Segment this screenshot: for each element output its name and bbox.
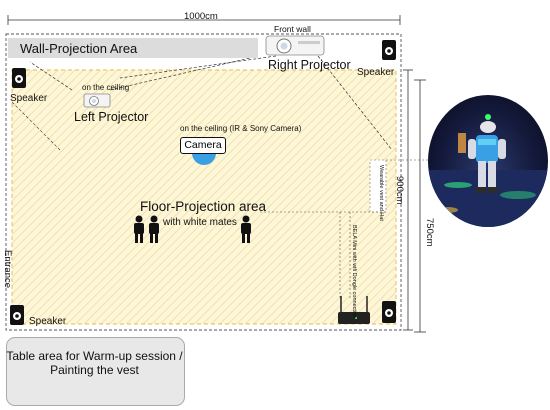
speaker-icon	[12, 68, 26, 88]
right-projector-label: Right Projector	[268, 58, 351, 72]
router-icon	[338, 296, 370, 324]
child-with-vest-photo	[428, 114, 548, 227]
speaker-label: Speaker	[357, 67, 395, 78]
bela-note: BELA Mini with wifi Dongle connection	[351, 225, 357, 319]
projector-icon	[265, 35, 325, 56]
left-projector-label: Left Projector	[74, 110, 149, 124]
height-outer-label: 750cm	[424, 218, 435, 247]
wall-projection-area	[8, 38, 258, 58]
width-dimension-label: 1000cm	[184, 11, 218, 22]
front-wall-label: Front wall	[274, 24, 311, 34]
venue-photo	[428, 95, 548, 227]
wearable-note: Wearable vest and Hat	[378, 165, 384, 221]
speaker-label: Speaker	[29, 316, 67, 327]
speaker-icon	[10, 305, 24, 325]
person-icon	[149, 215, 159, 243]
camera-ceiling-note: on the ceiling (IR & Sony Camera)	[180, 124, 302, 133]
floor-projection-area	[11, 69, 397, 325]
speaker-icon	[382, 40, 396, 60]
height-inner-label: 900cm	[394, 176, 405, 205]
speaker-label: Speaker	[10, 93, 48, 104]
speaker-icon	[382, 301, 396, 323]
projector-icon	[83, 93, 111, 108]
room-boundary	[5, 33, 402, 331]
floor-projection-label: Floor-Projection area	[140, 199, 267, 214]
person-icon	[134, 215, 144, 243]
wall-projection-label: Wall-Projection Area	[20, 41, 138, 56]
white-mates-label: with white mates	[163, 217, 237, 228]
table-area-label: Table area for Warm-up session / Paintin…	[6, 349, 183, 377]
table-area	[6, 337, 185, 406]
person-icon	[241, 215, 251, 243]
entrance-label: Entrance	[2, 250, 13, 289]
ceiling-note: on the ceiling	[82, 83, 130, 92]
camera-label: Camera	[180, 137, 226, 154]
